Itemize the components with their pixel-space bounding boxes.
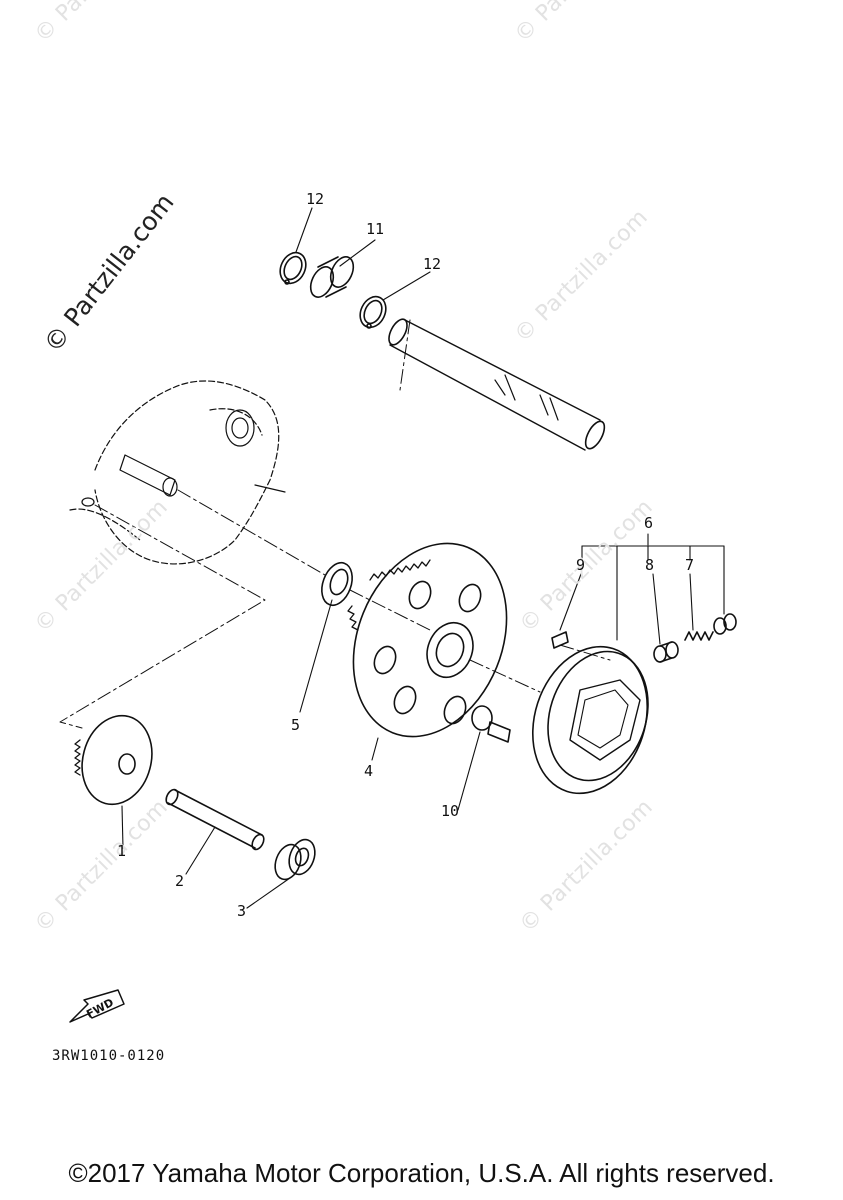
gear1-bracket bbox=[59, 504, 266, 729]
callout-12: 12 bbox=[423, 255, 442, 273]
copyright-notice: ©2017 Yamaha Motor Corporation, U.S.A. A… bbox=[68, 1158, 775, 1188]
spring-7 bbox=[684, 631, 714, 641]
collar-3 bbox=[274, 838, 316, 881]
callout-11: 11 bbox=[366, 220, 385, 238]
callout-5: 5 bbox=[291, 716, 301, 734]
callout-7: 7 bbox=[685, 556, 695, 574]
callout-1: 1 bbox=[117, 842, 127, 860]
bushing-11 bbox=[309, 256, 355, 298]
callout-8: 8 bbox=[645, 556, 655, 574]
roller-8 bbox=[653, 641, 679, 663]
fwd-arrow-icon bbox=[69, 989, 125, 1023]
callout-10: 10 bbox=[441, 802, 460, 820]
callout-4: 4 bbox=[364, 762, 374, 780]
engine-case-details bbox=[81, 409, 286, 507]
bolt-10 bbox=[471, 705, 511, 743]
idler-gear-1 bbox=[74, 714, 153, 806]
callout-9: 9 bbox=[576, 556, 586, 574]
fwd-label: FWD bbox=[84, 996, 116, 1021]
diagram-code: 3RW1010-0120 bbox=[52, 1048, 166, 1064]
callout-6: 6 bbox=[644, 514, 654, 532]
callout-12: 12 bbox=[306, 190, 325, 208]
leader-lines bbox=[121, 207, 725, 909]
circlip-12-right bbox=[359, 295, 387, 329]
idler-shaft-2 bbox=[165, 788, 265, 851]
shaft bbox=[388, 318, 606, 451]
assembly-lines bbox=[177, 319, 611, 693]
spring-cap bbox=[713, 613, 737, 635]
callout-3: 3 bbox=[237, 902, 247, 920]
clutch-housing-6 bbox=[531, 645, 649, 795]
starter-gear-4 bbox=[347, 542, 508, 738]
pin-9 bbox=[551, 631, 569, 649]
callout-2: 2 bbox=[175, 872, 185, 890]
washer-5 bbox=[321, 561, 353, 607]
circlip-12-left bbox=[279, 251, 307, 285]
engine-case-outline bbox=[69, 380, 280, 565]
